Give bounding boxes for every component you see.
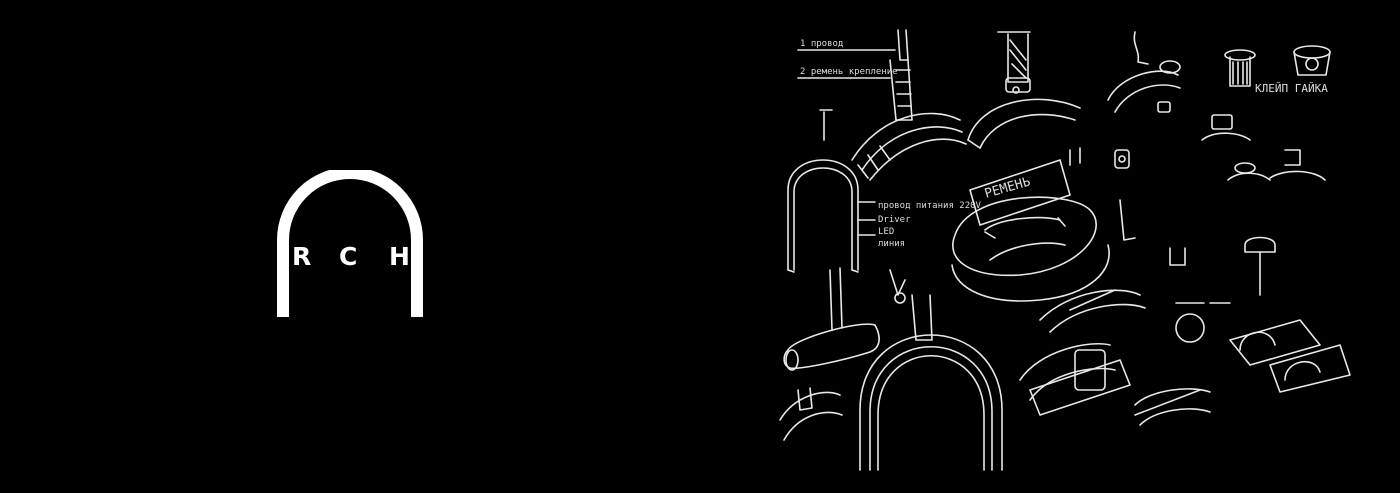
sketch-wire-detail [797,29,967,181]
label-led-line: линия [878,239,905,249]
sketch-rod-pieces [779,267,906,441]
label-strap-2: 2 ремень крепление [800,67,898,77]
sketch-tube-top [967,31,1081,149]
sketch-clip-nut: КЛЕЙП ГАЙКА [1224,45,1331,95]
label-power-wire: провод питания 220V [878,201,982,211]
sketch-arch-lamp-small: провод питания 220V Driver LED линия [787,109,982,273]
sketch-arch-lamp-large [859,294,1003,471]
label-driver: Driver [878,215,911,225]
sketch-brackets [1229,319,1351,393]
label-wire-1: 1 провод [800,39,843,49]
label-led: LED [878,227,894,237]
sketch-strap: РЕМЕНЬ [951,147,1136,302]
sketch-clips-right [1169,114,1326,343]
sketch-arc-profiles [1019,289,1211,426]
arch-logo-shape [277,170,423,317]
clip-nut-label: КЛЕЙП ГАЙКА [1255,82,1328,95]
lamp-sketch-board: КЛЕЙП ГАЙКА 1 провод 2 ремень крепление … [740,20,1360,480]
sketch-cable-arc [1107,31,1181,113]
arch-logo: R C H [270,170,430,320]
